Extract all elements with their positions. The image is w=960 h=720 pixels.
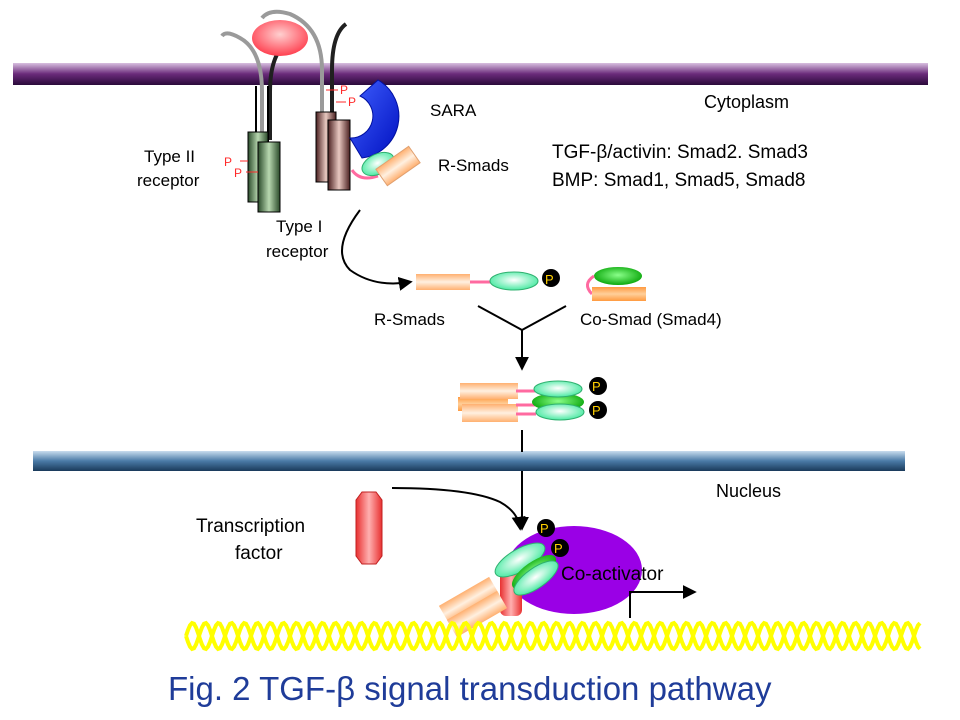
co-activator-label: Co-activator	[561, 564, 664, 585]
type-i-receptor-label-2: receptor	[266, 242, 329, 261]
phospho-label: P	[340, 83, 348, 97]
complex-formation-arrows	[477, 305, 567, 371]
activation-arrow	[341, 209, 413, 291]
nuclear-transcription-complex: P P	[438, 519, 642, 638]
tf-recruitment-arrow	[391, 487, 526, 531]
phospho-badge-label: P	[545, 272, 554, 287]
phospho-label: P	[224, 155, 232, 169]
ligand-specificity-tgf: TGF-β/activin: Smad2. Smad3	[552, 142, 808, 163]
tgf-beta-ligand	[252, 20, 308, 56]
sara-label: SARA	[430, 101, 477, 120]
phospho-badge-label: P	[592, 379, 601, 394]
figure-caption: Fig. 2 TGF-β signal transduction pathway	[168, 670, 772, 707]
nuclear-membrane	[33, 451, 905, 471]
transcription-start-arrow	[629, 585, 697, 618]
r-smads-label: R-Smads	[374, 310, 445, 329]
co-smad-label: Co-Smad (Smad4)	[580, 310, 722, 329]
sara-protein	[349, 79, 400, 159]
smad-complex: P P	[458, 377, 607, 422]
phosphorylated-r-smad: P	[416, 269, 560, 291]
phospho-badge-label: P	[554, 541, 563, 556]
type-ii-receptor-label-1: Type II	[144, 147, 195, 166]
phospho-badge	[542, 269, 560, 287]
cytoplasm-label: Cytoplasm	[704, 92, 789, 112]
phospho-badge-label: P	[592, 403, 601, 418]
type-ii-receptor: P P	[224, 86, 281, 213]
co-smad	[586, 267, 646, 301]
phospho-label: P	[348, 95, 356, 109]
phospho-badge-label: P	[540, 521, 549, 536]
cell-membrane	[13, 63, 928, 85]
ligand-receptor-complex	[220, 9, 348, 140]
transcription-factor	[355, 491, 383, 565]
phospho-label: P	[234, 166, 242, 180]
nucleus-label: Nucleus	[716, 481, 781, 501]
r-smad-mh1	[375, 145, 421, 187]
sara-complex	[349, 79, 421, 187]
ligand-specificity-bmp: BMP: Smad1, Smad5, Smad8	[552, 170, 805, 191]
type-i-receptor: P P	[315, 83, 356, 191]
type-ii-receptor-label-2: receptor	[137, 171, 200, 190]
transcription-factor-label-1: Transcription	[196, 516, 305, 537]
r-smads-label-top: R-Smads	[438, 156, 509, 175]
transcription-factor-label-2: factor	[235, 543, 283, 564]
type-i-receptor-label-1: Type I	[276, 217, 322, 236]
dna-helix	[184, 620, 922, 652]
